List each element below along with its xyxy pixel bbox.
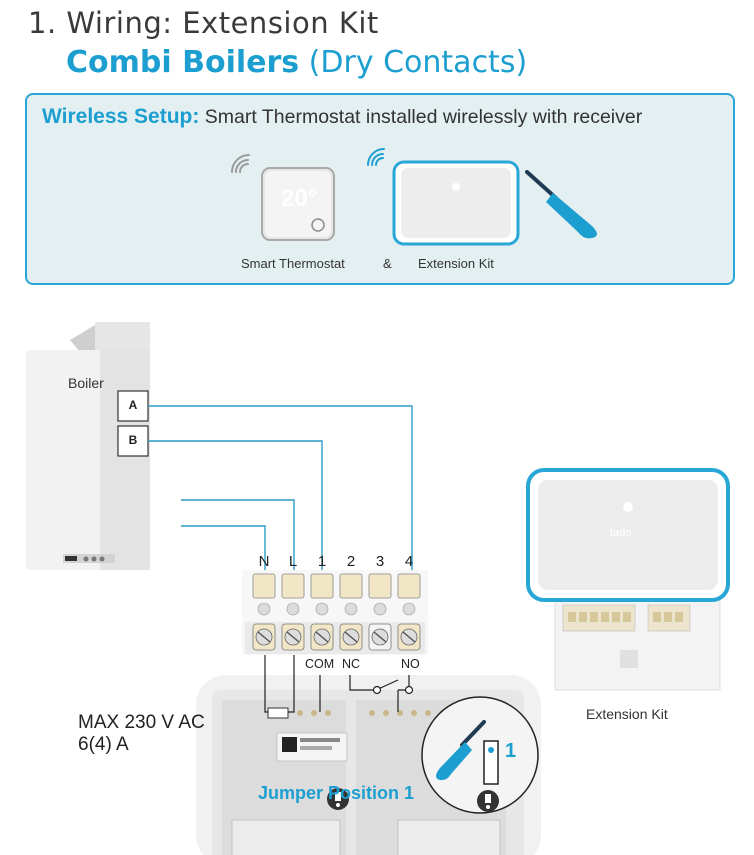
setup-description: Smart Thermostat installed wirelessly wi… [199,106,643,128]
terminal-screws [245,622,425,654]
terminal-top-row [252,573,421,599]
terminal-label: 1 [317,553,327,570]
no-label: NO [401,657,420,671]
relay-wiring [264,640,414,713]
com-label: COM [305,657,335,671]
padlock-icon [327,788,349,810]
jumper-zoom-circle [421,696,539,814]
extension-kit-caption: Extension Kit [586,706,668,722]
boiler-terminal-b [117,425,149,457]
boiler-label: Boiler [68,375,104,391]
rating-line1: MAX 230 V AC [78,712,205,733]
extension-kit-device-small [392,160,520,246]
padlock-icon [477,790,499,812]
page-subtitle: Combi Boilers (Dry Contacts) [66,45,527,80]
thermostat-display: 20° [281,185,318,212]
wireless-setup-box [25,93,735,285]
setup-heading: Wireless Setup: Smart Thermostat install… [42,105,642,129]
subtitle-bold: Combi Boilers [66,45,300,80]
thermostat-caption: Smart Thermostat [241,256,345,271]
wires [148,405,413,575]
page-title: 1. Wiring: Extension Kit [28,6,379,40]
rating-line2: 6(4) A [78,734,129,755]
wifi-icon [231,154,250,173]
extension-kit-device-large [526,468,730,691]
ampersand-label: & [383,256,392,271]
jumper-number: 1 [505,740,517,762]
screwdriver-icon [525,170,597,239]
terminal-label: 2 [346,553,356,570]
terminal-label: 4 [404,553,414,570]
kit-brand: tado [610,527,632,539]
setup-lead: Wireless Setup: [42,105,200,128]
thermostat-device [261,167,335,241]
jumper-label: Jumper Position 1 [258,783,415,803]
boiler-terminal-a [117,390,149,422]
terminal-label: L [288,553,298,570]
kit-caption: Extension Kit [418,256,494,271]
terminal-label: N [258,553,270,570]
subtitle-light: (Dry Contacts) [299,45,528,80]
terminal-block [242,570,428,655]
terminal-a-label: A [128,398,138,412]
nc-label: NC [342,657,361,671]
wifi-icon [367,148,385,166]
terminal-b-label: B [128,433,138,447]
terminal-label: 3 [375,553,385,570]
screwdriver-icon [436,720,486,781]
